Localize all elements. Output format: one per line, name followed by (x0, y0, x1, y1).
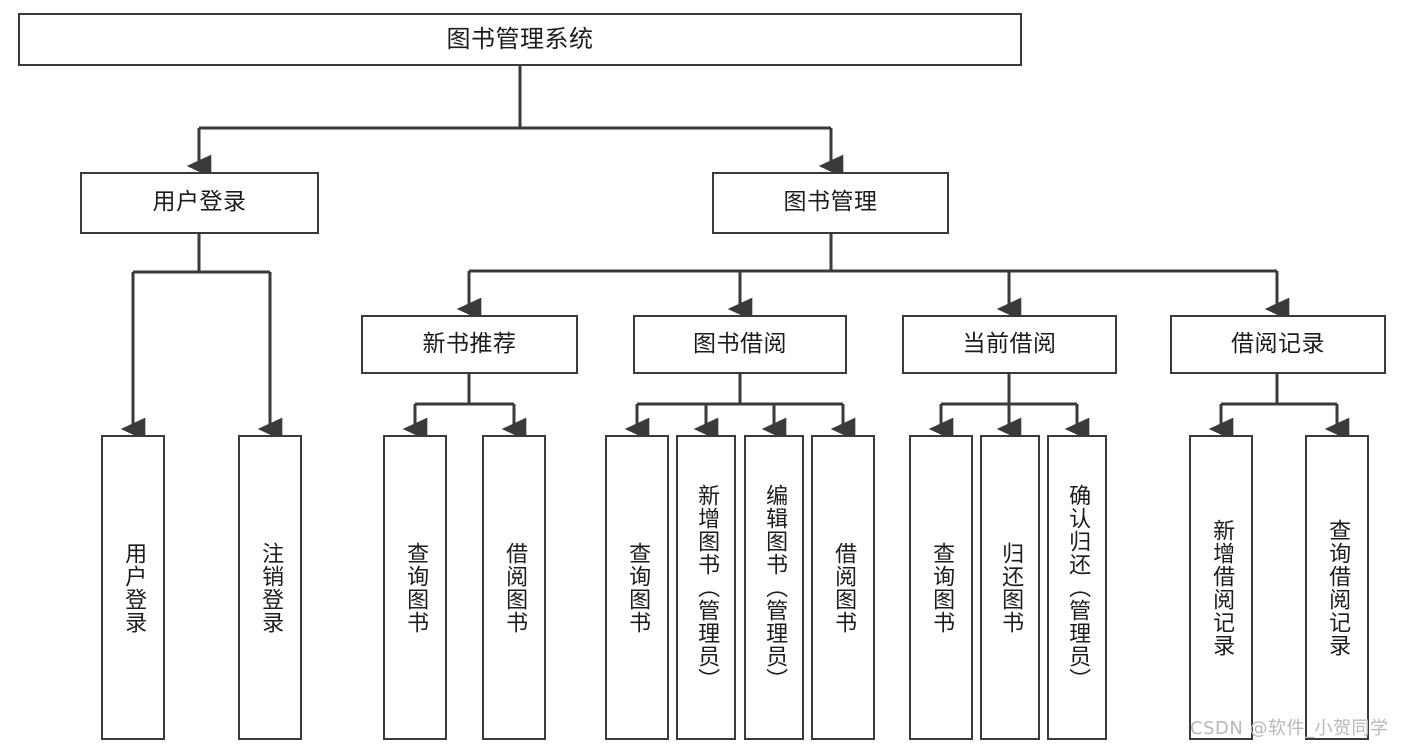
node-label: 借阅图书 (502, 541, 528, 634)
node-label: 图书管理 (783, 189, 878, 216)
node-label: 查询图书 (403, 541, 429, 634)
node-new-book-recommend[interactable]: 新书推荐 (361, 315, 578, 374)
csdn-watermark: CSDN @软件_小贺同学 (1190, 718, 1389, 739)
node-label: 注销登录 (258, 541, 284, 634)
leaf-borrow-record-add-record[interactable]: 新增借阅记录 (1189, 435, 1253, 740)
node-current-borrow[interactable]: 当前借阅 (902, 315, 1117, 374)
leaf-current-borrow-query-book[interactable]: 查询图书 (909, 435, 973, 740)
node-root-book-management-system[interactable]: 图书管理系统 (18, 13, 1022, 66)
leaf-book-borrow-add-book-admin[interactable]: 新增图书（管理员） (676, 435, 736, 740)
leaf-book-borrow-borrow-book[interactable]: 借阅图书 (811, 435, 875, 740)
node-label: 新增借阅记录 (1209, 518, 1235, 657)
leaf-book-borrow-query-book[interactable]: 查询图书 (605, 435, 669, 740)
leaf-user-login-logout[interactable]: 注销登录 (238, 435, 302, 740)
node-label: 查询图书 (929, 541, 955, 634)
node-label: 图书借阅 (693, 330, 787, 357)
node-book-management[interactable]: 图书管理 (712, 172, 949, 234)
node-borrow-record[interactable]: 借阅记录 (1170, 315, 1386, 374)
node-label: 归还图书 (998, 541, 1024, 634)
leaf-borrow-record-query-record[interactable]: 查询借阅记录 (1305, 435, 1369, 740)
leaf-book-borrow-edit-book-admin[interactable]: 编辑图书（管理员） (744, 435, 804, 740)
node-label: 用户登录 (152, 189, 247, 216)
node-label: 图书管理系统 (446, 25, 594, 54)
leaf-current-borrow-return-book[interactable]: 归还图书 (980, 435, 1040, 740)
node-user-login[interactable]: 用户登录 (80, 172, 319, 234)
leaf-user-login-login[interactable]: 用户登录 (101, 435, 165, 740)
node-label: 查询图书 (625, 541, 651, 634)
leaf-new-book-borrow-book[interactable]: 借阅图书 (482, 435, 546, 740)
leaf-new-book-query-book[interactable]: 查询图书 (383, 435, 447, 740)
node-book-borrow[interactable]: 图书借阅 (633, 315, 847, 374)
node-label: 查询借阅记录 (1325, 518, 1351, 657)
node-label: 新书推荐 (422, 330, 517, 357)
node-label: 编辑图书（管理员） (762, 484, 788, 691)
node-label: 当前借阅 (962, 330, 1057, 357)
node-label: 确认归还（管理员） (1065, 484, 1091, 691)
leaf-current-borrow-confirm-return-admin[interactable]: 确认归还（管理员） (1047, 435, 1107, 740)
node-label: 借阅图书 (831, 541, 857, 634)
node-label: 借阅记录 (1231, 330, 1325, 357)
node-label: 用户登录 (121, 541, 147, 634)
node-label: 新增图书（管理员） (694, 484, 720, 691)
